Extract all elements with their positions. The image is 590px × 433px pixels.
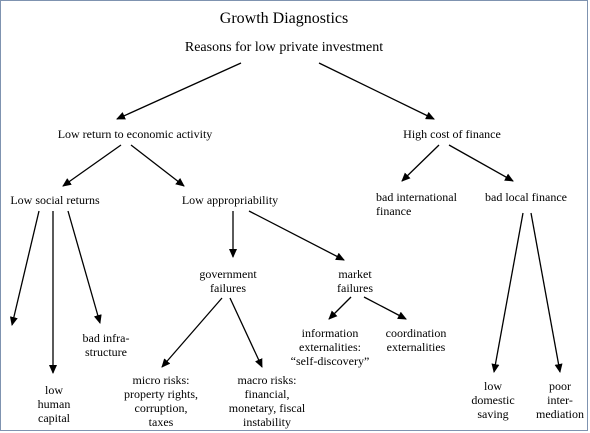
edge-bad-local-to-intermediation: [530, 212, 563, 373]
node-information-externalities: information externalities: “self-discove…: [290, 326, 370, 368]
root-node-low-private-investment: Reasons for low private investment: [184, 40, 384, 55]
node-low-appropriability: Low appropriability: [181, 193, 279, 207]
node-bad-infrastructure: bad infra- structure: [82, 331, 130, 359]
node-macro-risks: macro risks: financial, monetary, fiscal…: [228, 373, 306, 429]
edge-low-return-to-low-social: [62, 144, 122, 187]
edge-high-cost-to-bad-local: [448, 144, 514, 182]
node-low-social-returns: Low social returns: [10, 193, 100, 207]
node-micro-risks: micro risks: property rights, corruption…: [124, 373, 198, 429]
edge-market-to-information: [328, 296, 352, 320]
edge-appropriability-to-market: [248, 210, 345, 261]
edge-market-to-coordination: [363, 296, 407, 320]
node-bad-local-finance: bad local finance: [485, 190, 567, 204]
edge-root-to-high-cost: [318, 62, 435, 120]
edge-government-to-macro: [229, 297, 263, 368]
edge-low-social-to-infrastructure: [67, 210, 102, 324]
node-low-human-capital: low human capital: [37, 383, 71, 425]
edge-root-to-low-return: [116, 62, 242, 120]
node-bad-international-finance: bad international finance: [376, 190, 457, 218]
edge-bad-local-to-saving: [491, 212, 524, 373]
node-low-domestic-saving: low domestic saving: [471, 379, 515, 421]
edge-low-social-to-unlabeled: [9, 210, 40, 326]
node-government-failures: government failures: [199, 267, 257, 295]
diagram-title: Growth Diagnostics: [219, 10, 349, 27]
edge-government-to-micro: [161, 297, 223, 368]
node-poor-intermediation: poor inter- mediation: [536, 379, 584, 421]
node-low-return: Low return to economic activity: [57, 127, 213, 141]
edge-low-return-to-low-appropriability: [130, 144, 185, 187]
node-market-failures: market failures: [337, 267, 373, 295]
node-coordination-externalities: coordination externalities: [385, 326, 447, 354]
edge-high-cost-to-bad-international: [401, 144, 440, 182]
node-high-cost-of-finance: High cost of finance: [403, 127, 501, 141]
